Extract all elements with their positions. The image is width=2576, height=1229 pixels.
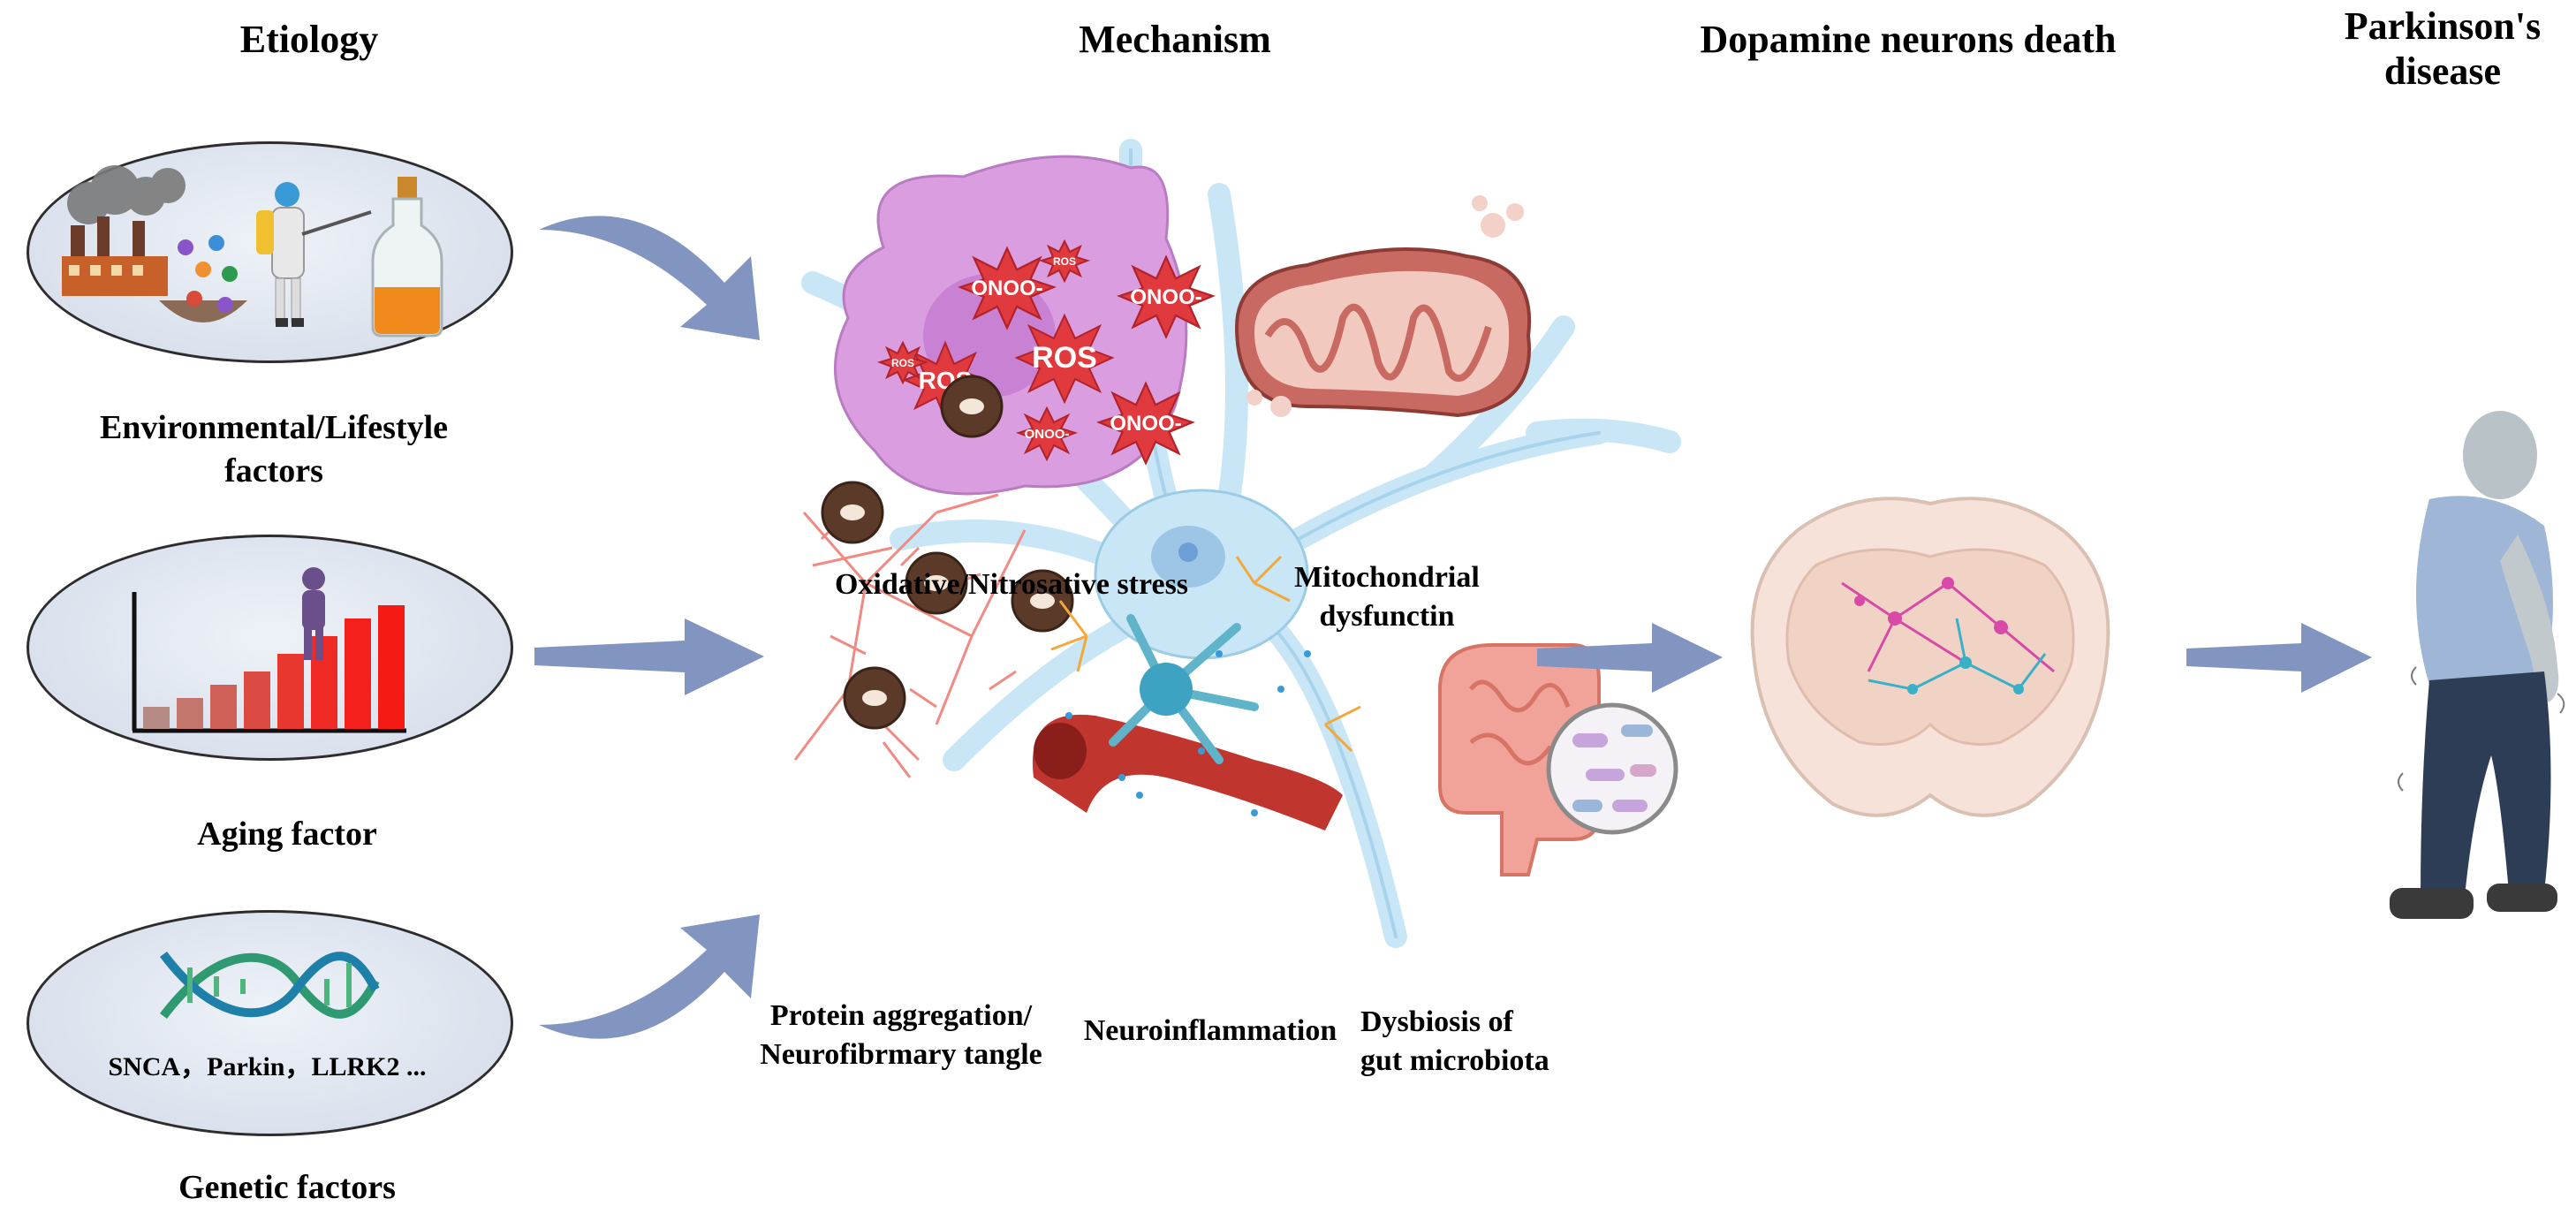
tau-tangle-icons bbox=[821, 375, 1074, 730]
alcohol-bottle-icon bbox=[371, 177, 443, 338]
arrow-environmental bbox=[539, 216, 760, 340]
mitochondrial-dysfunction-label: Mitochondrial dysfunctin bbox=[1272, 558, 1502, 636]
ros-label-small-2: ROS bbox=[891, 357, 914, 369]
person-icon bbox=[302, 567, 325, 660]
protein-line1: Protein aggregation/ bbox=[769, 999, 1033, 1032]
aging-bar-2 bbox=[177, 698, 203, 729]
aging-bar-4 bbox=[244, 671, 270, 729]
genetic-factors-label: Genetic factors bbox=[178, 1169, 396, 1206]
factory-icon bbox=[62, 216, 168, 296]
mito-line2: dysfunctin bbox=[1319, 600, 1455, 633]
patient-trousers bbox=[2421, 671, 2551, 897]
patient-arm bbox=[2500, 535, 2559, 702]
onoo-label-small: ONOO- bbox=[1025, 427, 1070, 442]
header-dopamine-neurons-death: Dopamine neurons death bbox=[1700, 18, 2117, 61]
header-pd-line1: Parkinson's bbox=[2344, 4, 2542, 48]
neuroinflammation-scene bbox=[1032, 555, 1361, 831]
mito-line1: Mitochondrial bbox=[1294, 561, 1480, 594]
arrow-to-dopamine bbox=[1537, 623, 1723, 693]
onoo-label-3: ONOO- bbox=[1110, 412, 1181, 436]
header-parkinsons-disease: Parkinson's disease bbox=[2315, 4, 2571, 94]
arrow-aging bbox=[534, 618, 764, 695]
aging-bar-8 bbox=[378, 605, 405, 729]
environmental-line1: Environmental/Lifestyle bbox=[99, 409, 449, 446]
environmental-factors-label: Environmental/Lifestyle factors bbox=[35, 406, 512, 494]
header-mechanism: Mechanism bbox=[1079, 18, 1271, 61]
protein-aggregation-label: Protein aggregation/ Neurofibrmary tangl… bbox=[742, 997, 1060, 1074]
environmental-line2: factors bbox=[224, 452, 323, 490]
dysbiosis-label: Dysbiosis of gut microbiota bbox=[1360, 1003, 1608, 1081]
aging-bar-3 bbox=[210, 685, 237, 729]
ros-label-large: ROS bbox=[1032, 341, 1097, 375]
oxidative-stress-label: Oxidative/Nitrosative stress bbox=[834, 568, 1189, 601]
aging-bar-5 bbox=[277, 654, 304, 729]
midbrain-section bbox=[1750, 497, 2110, 817]
dna-helix-icon bbox=[160, 951, 380, 1020]
environmental-illustration bbox=[62, 165, 443, 338]
aging-bar-6 bbox=[311, 636, 337, 729]
patient-shoe-right bbox=[2487, 884, 2557, 912]
patient-shoe-left bbox=[2390, 888, 2474, 919]
mechanism-illustration: ROS ROS ONOO- ONOO- ONOO- ROS ROS ONOO- bbox=[793, 139, 1681, 948]
aging-bar-7 bbox=[345, 618, 371, 729]
onoo-label-1: ONOO- bbox=[971, 277, 1042, 300]
aging-bar-1 bbox=[143, 707, 170, 729]
header-etiology: Etiology bbox=[239, 18, 379, 61]
dysbiosis-line2: gut microbiota bbox=[1360, 1044, 1549, 1078]
neuroinflammation-label: Neuroinflammation bbox=[1083, 1014, 1337, 1047]
smoke-icon bbox=[67, 165, 186, 224]
parkinsons-patient-figure bbox=[2390, 411, 2565, 919]
header-pd-line2: disease bbox=[2384, 49, 2501, 93]
protein-line2: Neurofibrmary tangle bbox=[760, 1038, 1042, 1072]
ros-label-small-1: ROS bbox=[1053, 255, 1076, 268]
aging-factor-label: Aging factor bbox=[197, 816, 377, 853]
dysbiosis-line1: Dysbiosis of bbox=[1360, 1005, 1513, 1038]
onoo-label-2: ONOO- bbox=[1130, 285, 1201, 309]
bacteria-icons bbox=[1572, 725, 1656, 812]
mitochondrion bbox=[1234, 195, 1532, 418]
bowl-icon bbox=[159, 300, 247, 322]
arrow-to-parkinsons bbox=[2186, 623, 2372, 693]
molecule-icons bbox=[178, 235, 238, 313]
genes-list: SNCA，Parkin，LLRK2 ... bbox=[108, 1052, 427, 1081]
pesticide-sprayer-icon bbox=[256, 182, 372, 327]
genetic-oval bbox=[27, 910, 513, 1136]
microglia-cell bbox=[1140, 663, 1193, 716]
arrow-genetic bbox=[539, 914, 760, 1039]
patient-head bbox=[2463, 411, 2537, 499]
aging-bar-chart bbox=[132, 567, 406, 733]
